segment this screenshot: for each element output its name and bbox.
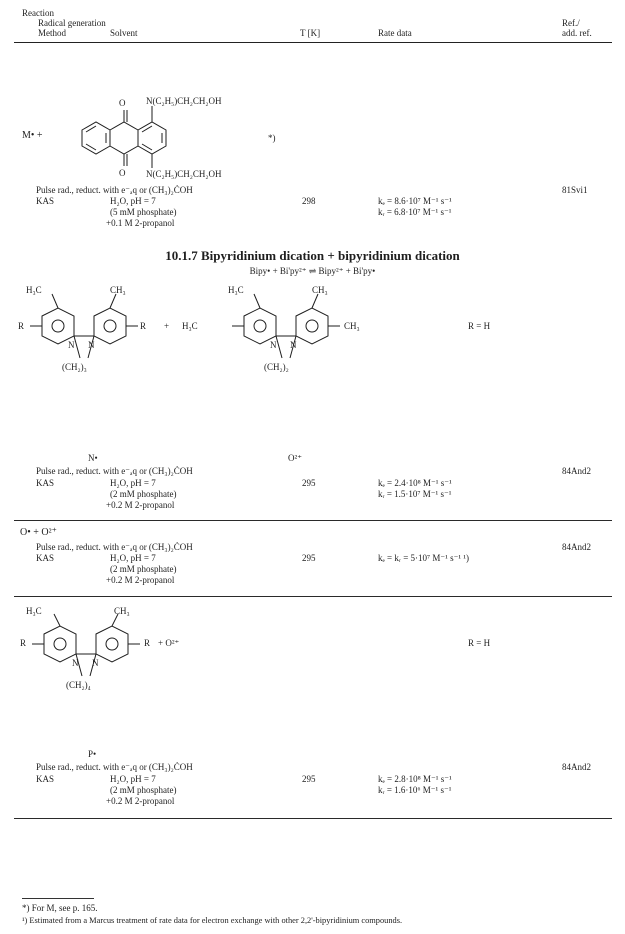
footnote-1: *) For M, see p. 165. bbox=[22, 903, 98, 913]
entry4-label-r-1: R bbox=[20, 638, 27, 648]
entry1-solvent-1: H₂O, pH = 7 bbox=[110, 196, 156, 206]
entry1-anthraquinone-structure bbox=[81, 106, 167, 168]
entry4-rate-2: kᵣ = 1.6·10⁶ M⁻¹ s⁻¹ bbox=[378, 785, 452, 795]
entry3-reaction: O• + O²⁺ bbox=[20, 527, 57, 538]
entry2-label-linker-2: (CH₂)₂ bbox=[264, 362, 289, 372]
entry1-oxygen-top: O bbox=[119, 98, 126, 108]
entry1-note-mark: *) bbox=[268, 133, 276, 143]
entry2-label-r-2: R bbox=[140, 321, 147, 331]
entry3-method-line: Pulse rad., reduct. with e⁻ₐq or (CH₃)₂Ċ… bbox=[36, 542, 193, 552]
header-add-ref: add. ref. bbox=[562, 28, 592, 38]
entry2-method: KAS bbox=[36, 478, 55, 488]
section-equation: Bipy• + Bi'py²⁺ ⇌ Bipy²⁺ + Bi'py• bbox=[249, 266, 376, 276]
entry4-label-linker: (CH₂)₄ bbox=[66, 680, 91, 690]
entry4-label-plus-o: + O²⁺ bbox=[158, 638, 180, 648]
header-radical-generation: Radical generation bbox=[38, 18, 106, 28]
entry3-solvent-3: +0.2 M 2-propanol bbox=[106, 575, 175, 585]
entry2-temperature: 295 bbox=[302, 478, 316, 488]
entry4-label-n-1: N bbox=[72, 658, 79, 668]
entry2-label-ch3-3: CH₃ bbox=[312, 285, 328, 295]
entry2-name-left: N• bbox=[88, 453, 98, 463]
header-rate-data: Rate data bbox=[378, 28, 412, 38]
entry2-label-ch3-2: CH₃ bbox=[344, 321, 360, 331]
entry4-label-r-2: R bbox=[144, 638, 151, 648]
header-ref: Ref./ bbox=[562, 18, 580, 28]
entry1-oxygen-bottom: O bbox=[119, 168, 126, 178]
entry4-method: KAS bbox=[36, 774, 55, 784]
entry1-reactant: M• + bbox=[22, 130, 43, 141]
entry2-solvent-2: (2 mM phosphate) bbox=[110, 489, 177, 499]
entry3-solvent-1: H₂O, pH = 7 bbox=[110, 553, 156, 563]
entry4-solvent-1: H₂O, pH = 7 bbox=[110, 774, 156, 784]
entry1-method: KAS bbox=[36, 196, 55, 206]
entry2-solvent-1: H₂O, pH = 7 bbox=[110, 478, 156, 488]
entry2-label-n-3: N bbox=[270, 340, 277, 350]
entry4-method-line: Pulse rad., reduct. with e⁻ₐq or (CH₃)₂Ċ… bbox=[36, 762, 193, 772]
entry4-name: P• bbox=[88, 749, 97, 759]
entry4-solvent-2: (2 mM phosphate) bbox=[110, 785, 177, 795]
entry2-label-ch3-1: CH₃ bbox=[110, 285, 126, 295]
entry2-rate-1: kₑ = 2.4·10⁸ M⁻¹ s⁻¹ bbox=[378, 478, 452, 488]
header-solvent: Solvent bbox=[110, 28, 138, 38]
entry3-temperature: 295 bbox=[302, 553, 316, 563]
entry2-r-equals: R = H bbox=[468, 321, 491, 331]
entry3-method: KAS bbox=[36, 553, 55, 563]
header-rule bbox=[14, 42, 612, 43]
entry4-r-equals: R = H bbox=[468, 638, 491, 648]
entry2-label-n-2: N bbox=[88, 340, 95, 350]
entry2-rate-2: kᵣ = 1.5·10⁷ M⁻¹ s⁻¹ bbox=[378, 489, 452, 499]
entry2-name-right: O²⁺ bbox=[288, 453, 302, 463]
entry2-label-plus: + bbox=[164, 321, 170, 331]
entry4-temperature: 295 bbox=[302, 774, 316, 784]
header-reaction: Reaction bbox=[22, 8, 54, 18]
entry1-substituent-top: N(C₂H₅)CH₂CH₂OH bbox=[146, 96, 222, 106]
entry4-label-ch3: CH₃ bbox=[114, 606, 130, 616]
entry2-label-n-4: N bbox=[290, 340, 297, 350]
section-title: 10.1.7 Bipyridinium dication + bipyridin… bbox=[165, 248, 460, 263]
entry3-rate: kₑ = kᵣ = 5·10⁷ M⁻¹ s⁻¹ ¹) bbox=[378, 553, 470, 563]
entry4-solvent-3: +0.2 M 2-propanol bbox=[106, 796, 175, 806]
entry-divider-2 bbox=[14, 596, 612, 597]
entry3-solvent-2: (2 mM phosphate) bbox=[110, 564, 177, 574]
entry2-label-h3c-2: H₃C bbox=[182, 321, 198, 331]
entry4-rate-1: kₑ = 2.8·10⁸ M⁻¹ s⁻¹ bbox=[378, 774, 452, 784]
entry1-rate-2: kᵣ = 6.8·10⁷ M⁻¹ s⁻¹ bbox=[378, 207, 452, 217]
footnote-rule bbox=[22, 898, 94, 899]
entry2-method-line: Pulse rad., reduct. with e⁻ₐq or (CH₃)₂Ċ… bbox=[36, 466, 193, 476]
table-bottom-rule bbox=[14, 818, 612, 819]
entry4-ref: 84And2 bbox=[562, 762, 591, 772]
entry2-label-r-1: R bbox=[18, 321, 25, 331]
entry2-label-h3c-1: H₃C bbox=[26, 285, 42, 295]
entry2-solvent-3: +0.2 M 2-propanol bbox=[106, 500, 175, 510]
entry-divider-1 bbox=[14, 520, 612, 521]
footnote-2: ¹) Estimated from a Marcus treatment of … bbox=[22, 916, 403, 925]
entry3-ref: 84And2 bbox=[562, 542, 591, 552]
header-method: Method bbox=[38, 28, 66, 38]
entry1-solvent-3: +0.1 M 2-propanol bbox=[106, 218, 175, 228]
entry4-label-h3c: H₃C bbox=[26, 606, 42, 616]
entry1-ref: 81Svi1 bbox=[562, 185, 588, 195]
entry1-method-line: Pulse rad., reduct. with e⁻ₐq or (CH₃)₂Ċ… bbox=[36, 185, 193, 195]
entry2-label-linker-1: (CH₂)₃ bbox=[62, 362, 87, 372]
header-temperature: T [K] bbox=[300, 28, 321, 38]
entry2-bipyridinium-structures bbox=[30, 293, 340, 359]
entry4-label-n-2: N bbox=[92, 658, 99, 668]
entry2-ref: 84And2 bbox=[562, 466, 591, 476]
entry1-rate-1: kₑ = 8.6·10⁷ M⁻¹ s⁻¹ bbox=[378, 196, 452, 206]
entry2-label-n-1: N bbox=[68, 340, 75, 350]
ring-center bbox=[109, 121, 139, 155]
entry4-bipyridinium-structure bbox=[32, 613, 140, 677]
entry1-substituent-bottom: N(C₂H₅)CH₂CH₂OH bbox=[146, 169, 222, 179]
entry2-label-h3c-3: H₃C bbox=[228, 285, 244, 295]
entry1-solvent-2: (5 mM phosphate) bbox=[110, 207, 177, 217]
entry1-temperature: 298 bbox=[302, 196, 316, 206]
